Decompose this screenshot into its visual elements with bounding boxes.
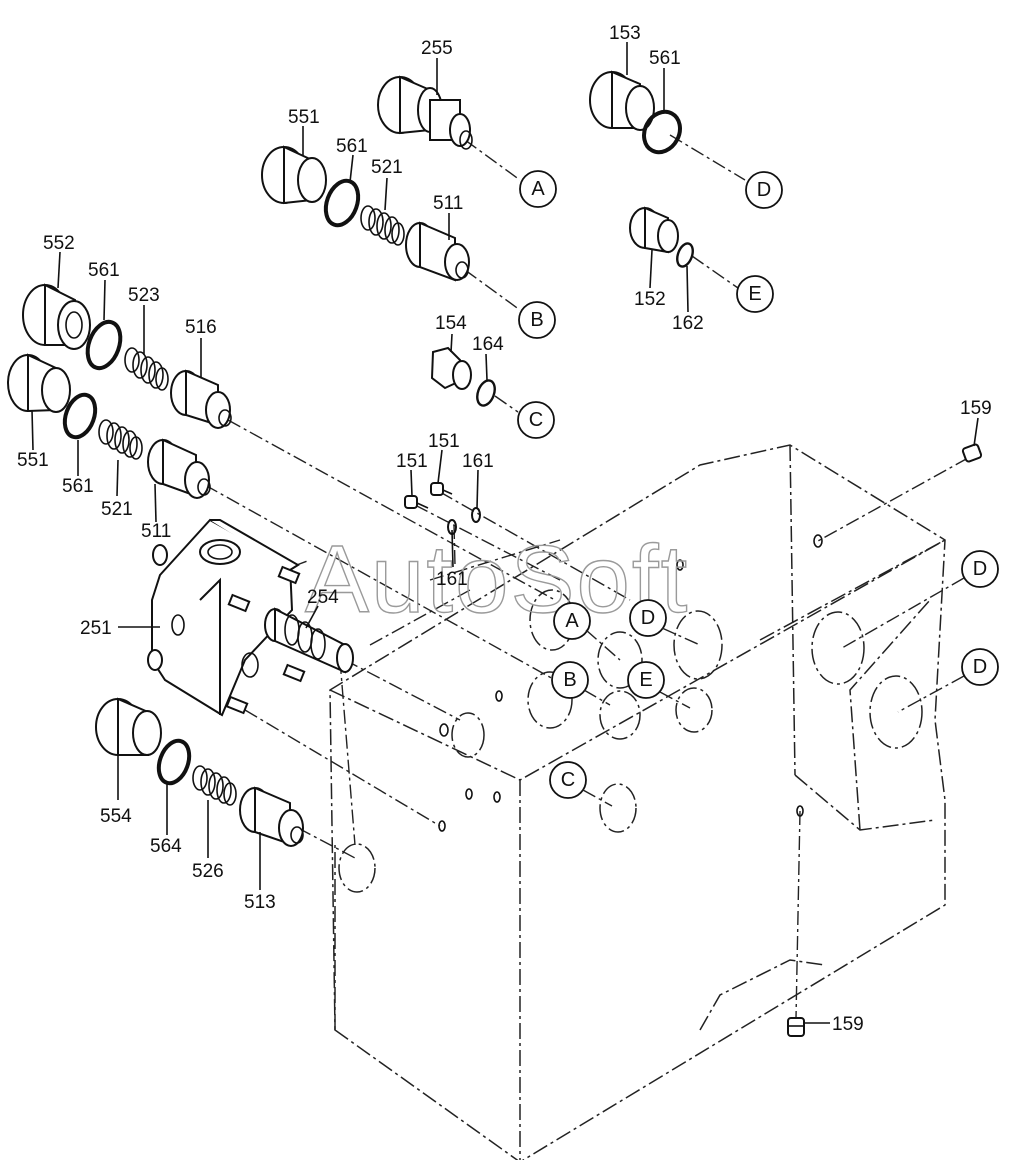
ref-bubble-c: C <box>517 401 555 439</box>
assembly-lines <box>204 134 969 1019</box>
part-511-piston-left <box>147 438 211 499</box>
ref-bubble-d: D <box>961 648 999 686</box>
part-151-fitting <box>430 482 453 496</box>
label-561: 561 <box>62 476 94 497</box>
svg-text:D: D <box>641 607 655 629</box>
label-161: 161 <box>462 451 494 472</box>
label-255: 255 <box>421 38 453 59</box>
label-526: 526 <box>192 861 224 882</box>
label-552: 552 <box>43 233 75 254</box>
svg-text:C: C <box>529 409 543 431</box>
watermark: AutoSoft <box>305 526 689 633</box>
part-153-plug <box>589 70 655 131</box>
svg-text:C: C <box>561 769 575 791</box>
ref-bubble-a: A <box>519 170 557 208</box>
label-153: 153 <box>609 23 641 44</box>
part-561-oring <box>62 392 98 440</box>
label-164: 164 <box>472 334 504 355</box>
part-561-oring <box>642 109 682 155</box>
label-254: 254 <box>307 587 339 608</box>
label-564: 564 <box>150 836 182 857</box>
part-554-plug <box>95 697 162 756</box>
label-561: 561 <box>649 48 681 69</box>
part-154-plug <box>430 346 472 390</box>
ref-bubble-d: D <box>961 550 999 588</box>
bubble-leaders <box>582 577 965 807</box>
label-551: 551 <box>288 107 320 128</box>
ref-bubble-a: A <box>553 602 591 640</box>
label-521: 521 <box>101 499 133 520</box>
label-513: 513 <box>244 892 276 913</box>
label-511: 511 <box>433 193 463 214</box>
label-152: 152 <box>634 289 666 310</box>
ref-bubble-b: B <box>551 661 589 699</box>
part-521-spring-left <box>98 419 143 460</box>
part-526-spring <box>192 765 237 806</box>
label-511: 511 <box>141 521 171 542</box>
part-161-oring <box>471 507 481 523</box>
part-254-spool <box>264 607 354 674</box>
part-labels: 255 153 561 551 561 521 511 552 561 523 … <box>17 23 992 1035</box>
part-152-plug <box>629 206 679 254</box>
ref-bubble-c: C <box>549 761 587 799</box>
svg-text:A: A <box>565 610 579 632</box>
svg-text:B: B <box>530 309 543 331</box>
part-251-cover <box>147 518 306 717</box>
part-511-piston <box>405 221 470 282</box>
label-521: 521 <box>371 157 403 178</box>
part-523-spring <box>124 347 169 391</box>
svg-text:E: E <box>639 669 652 691</box>
part-151-fitting <box>404 495 429 509</box>
svg-text:D: D <box>973 656 987 678</box>
ref-bubble-b: B <box>518 301 556 339</box>
label-159: 159 <box>832 1014 864 1035</box>
part-159-plug <box>787 1017 805 1037</box>
label-161: 161 <box>436 569 468 590</box>
part-552-plug <box>22 283 91 350</box>
label-251: 251 <box>80 618 112 639</box>
part-551-plug-left <box>7 353 71 413</box>
part-255-spool <box>377 75 473 150</box>
svg-text:D: D <box>973 558 987 580</box>
part-521-spring <box>360 205 405 246</box>
label-159: 159 <box>960 398 992 419</box>
part-513-piston <box>239 786 304 847</box>
ref-bubble-d: D <box>629 599 667 637</box>
part-159-plug <box>961 443 983 463</box>
label-551: 551 <box>17 450 49 471</box>
label-561: 561 <box>336 136 368 157</box>
label-554: 554 <box>100 806 132 827</box>
label-154: 154 <box>435 313 467 334</box>
part-561-oring <box>85 319 123 371</box>
leader-lines <box>31 42 979 1024</box>
label-151: 151 <box>428 431 460 452</box>
label-151: 151 <box>396 451 428 472</box>
ref-bubble-d: D <box>745 171 783 209</box>
svg-text:D: D <box>757 179 771 201</box>
svg-text:E: E <box>748 283 761 305</box>
label-162: 162 <box>672 313 704 334</box>
part-162-oring <box>676 242 694 268</box>
label-561: 561 <box>88 260 120 281</box>
part-164-oring <box>476 379 496 407</box>
part-516-piston <box>170 369 232 429</box>
ref-bubble-e: E <box>736 275 774 313</box>
label-516: 516 <box>185 317 217 338</box>
label-523: 523 <box>128 285 160 306</box>
ref-bubble-e: E <box>627 661 665 699</box>
part-551-plug <box>261 145 327 205</box>
svg-text:A: A <box>531 178 545 200</box>
svg-text:B: B <box>563 669 576 691</box>
